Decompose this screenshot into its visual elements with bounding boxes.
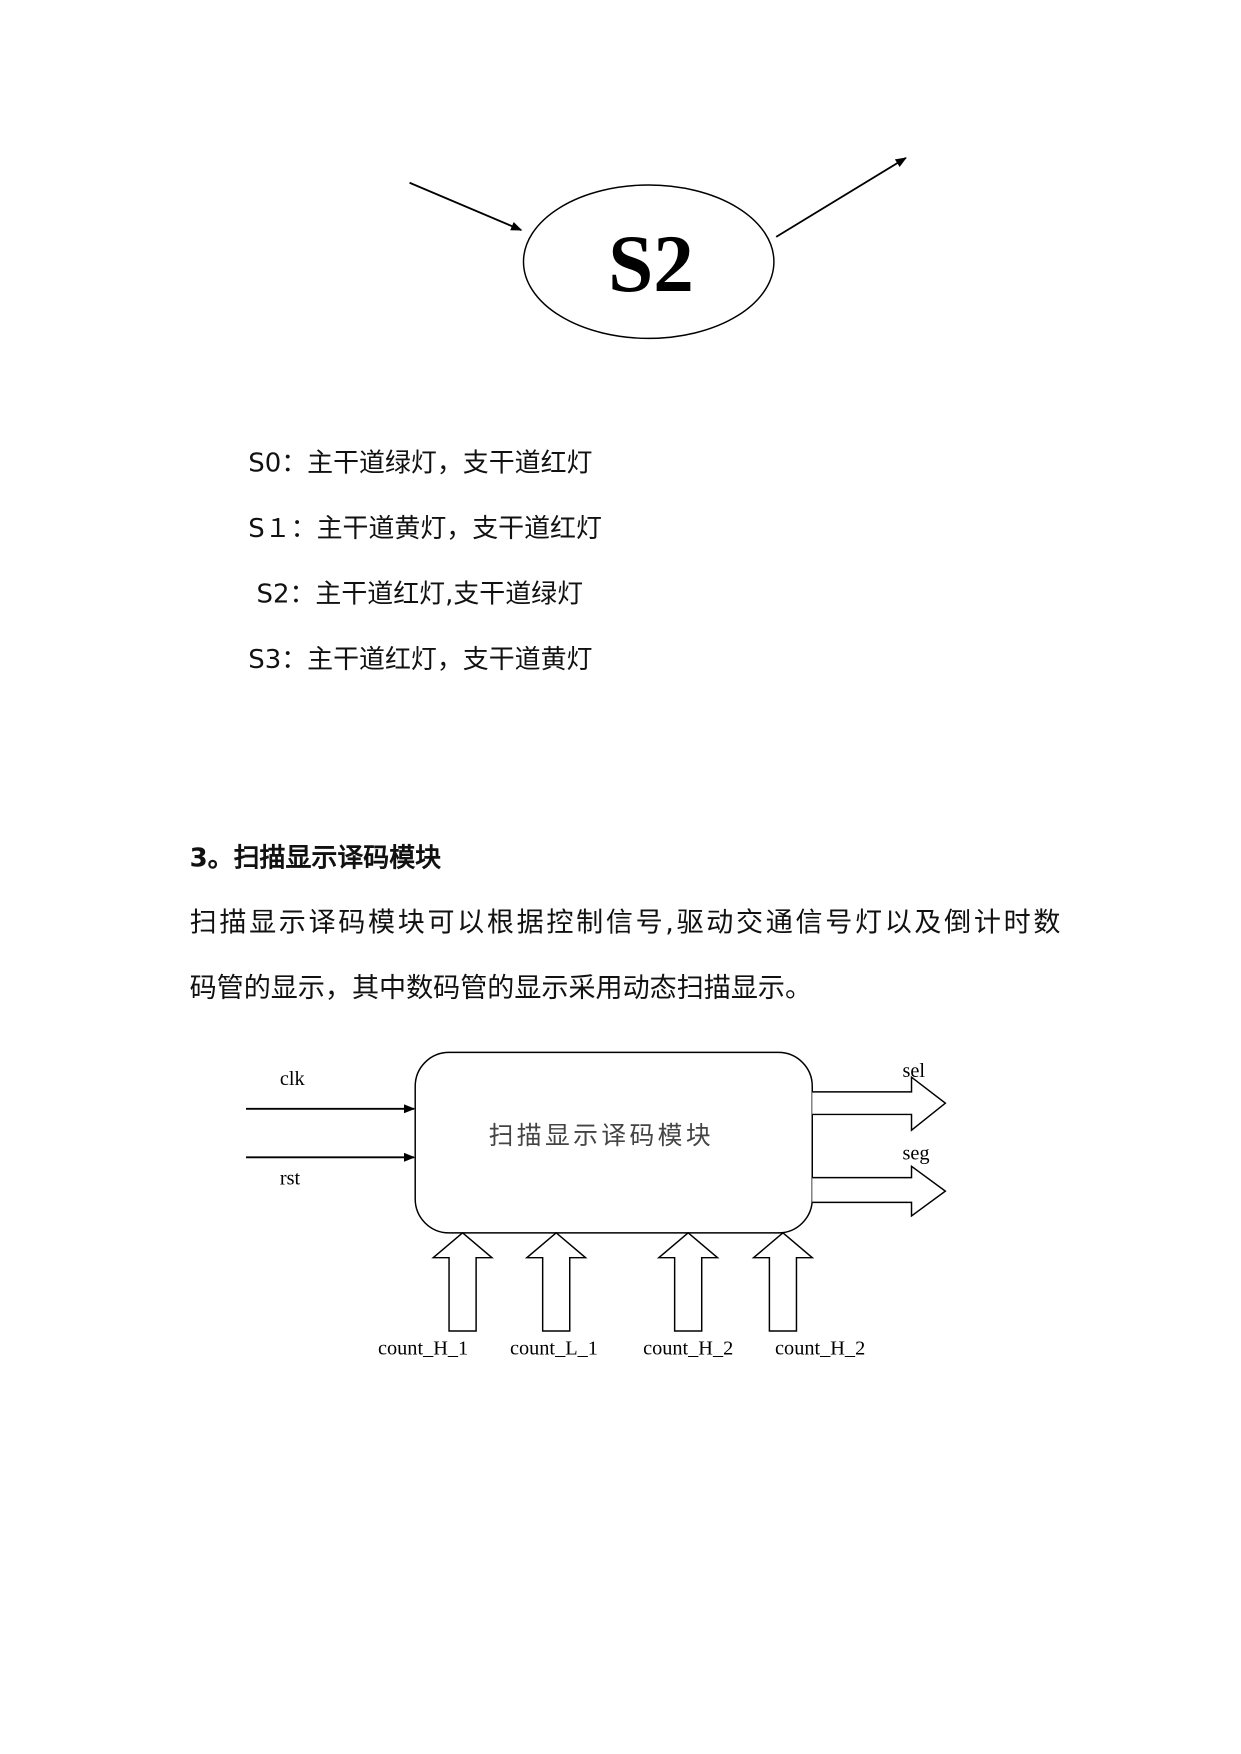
state-legend: S0：主干道绿灯，支干道红灯 S１：主干道黄灯，支干道红灯 S2：主干道红灯,支… [248,448,602,674]
count-h-2b-bus-arrow [751,1231,815,1332]
legend-item: S0：主干道绿灯，支干道红灯 [248,448,592,478]
input-label-rst: rst [280,1167,301,1189]
paragraph-line: 扫描显示译码模块可以根据控制信号,驱动交通信号灯以及倒计时数 [190,908,1061,939]
input-label-clk: clk [280,1068,306,1090]
state-label: S2 [608,219,694,309]
input-label-count: count_H_2 [775,1338,865,1360]
state-node [522,184,775,340]
legend-item: S2：主干道红灯,支干道绿灯 [248,579,583,609]
sel-bus-arrow [812,1075,947,1132]
section-heading: 3。扫描显示译码模块 [190,843,442,873]
input-label-count: count_H_2 [643,1338,733,1360]
legend-item: S3：主干道红灯，支干道黄灯 [248,645,592,675]
seg-bus-arrow [812,1164,947,1218]
state-diagram: S2 [409,157,907,340]
incoming-transition-arrow [409,181,523,231]
input-label-count: count_L_1 [510,1338,598,1360]
module-box [414,1051,813,1234]
paragraph-line: 码管的显示，其中数码管的显示采用动态扫描显示。 [190,973,812,1004]
block-diagram: 扫描显示译码模块 clk rst sel seg count_H_1 count… [246,1051,947,1360]
legend-item: S１：主干道黄灯，支干道红灯 [248,514,602,544]
outgoing-transition-arrow [775,157,907,238]
input-label-count: count_H_1 [378,1338,468,1360]
output-label-sel: sel [902,1060,925,1082]
module-name: 扫描显示译码模块 [489,1121,714,1150]
count-l-1-bus-arrow [524,1231,588,1332]
output-label-seg: seg [902,1143,929,1165]
count-h-1-bus-arrow [431,1231,494,1332]
count-h-2-bus-arrow [656,1231,720,1332]
